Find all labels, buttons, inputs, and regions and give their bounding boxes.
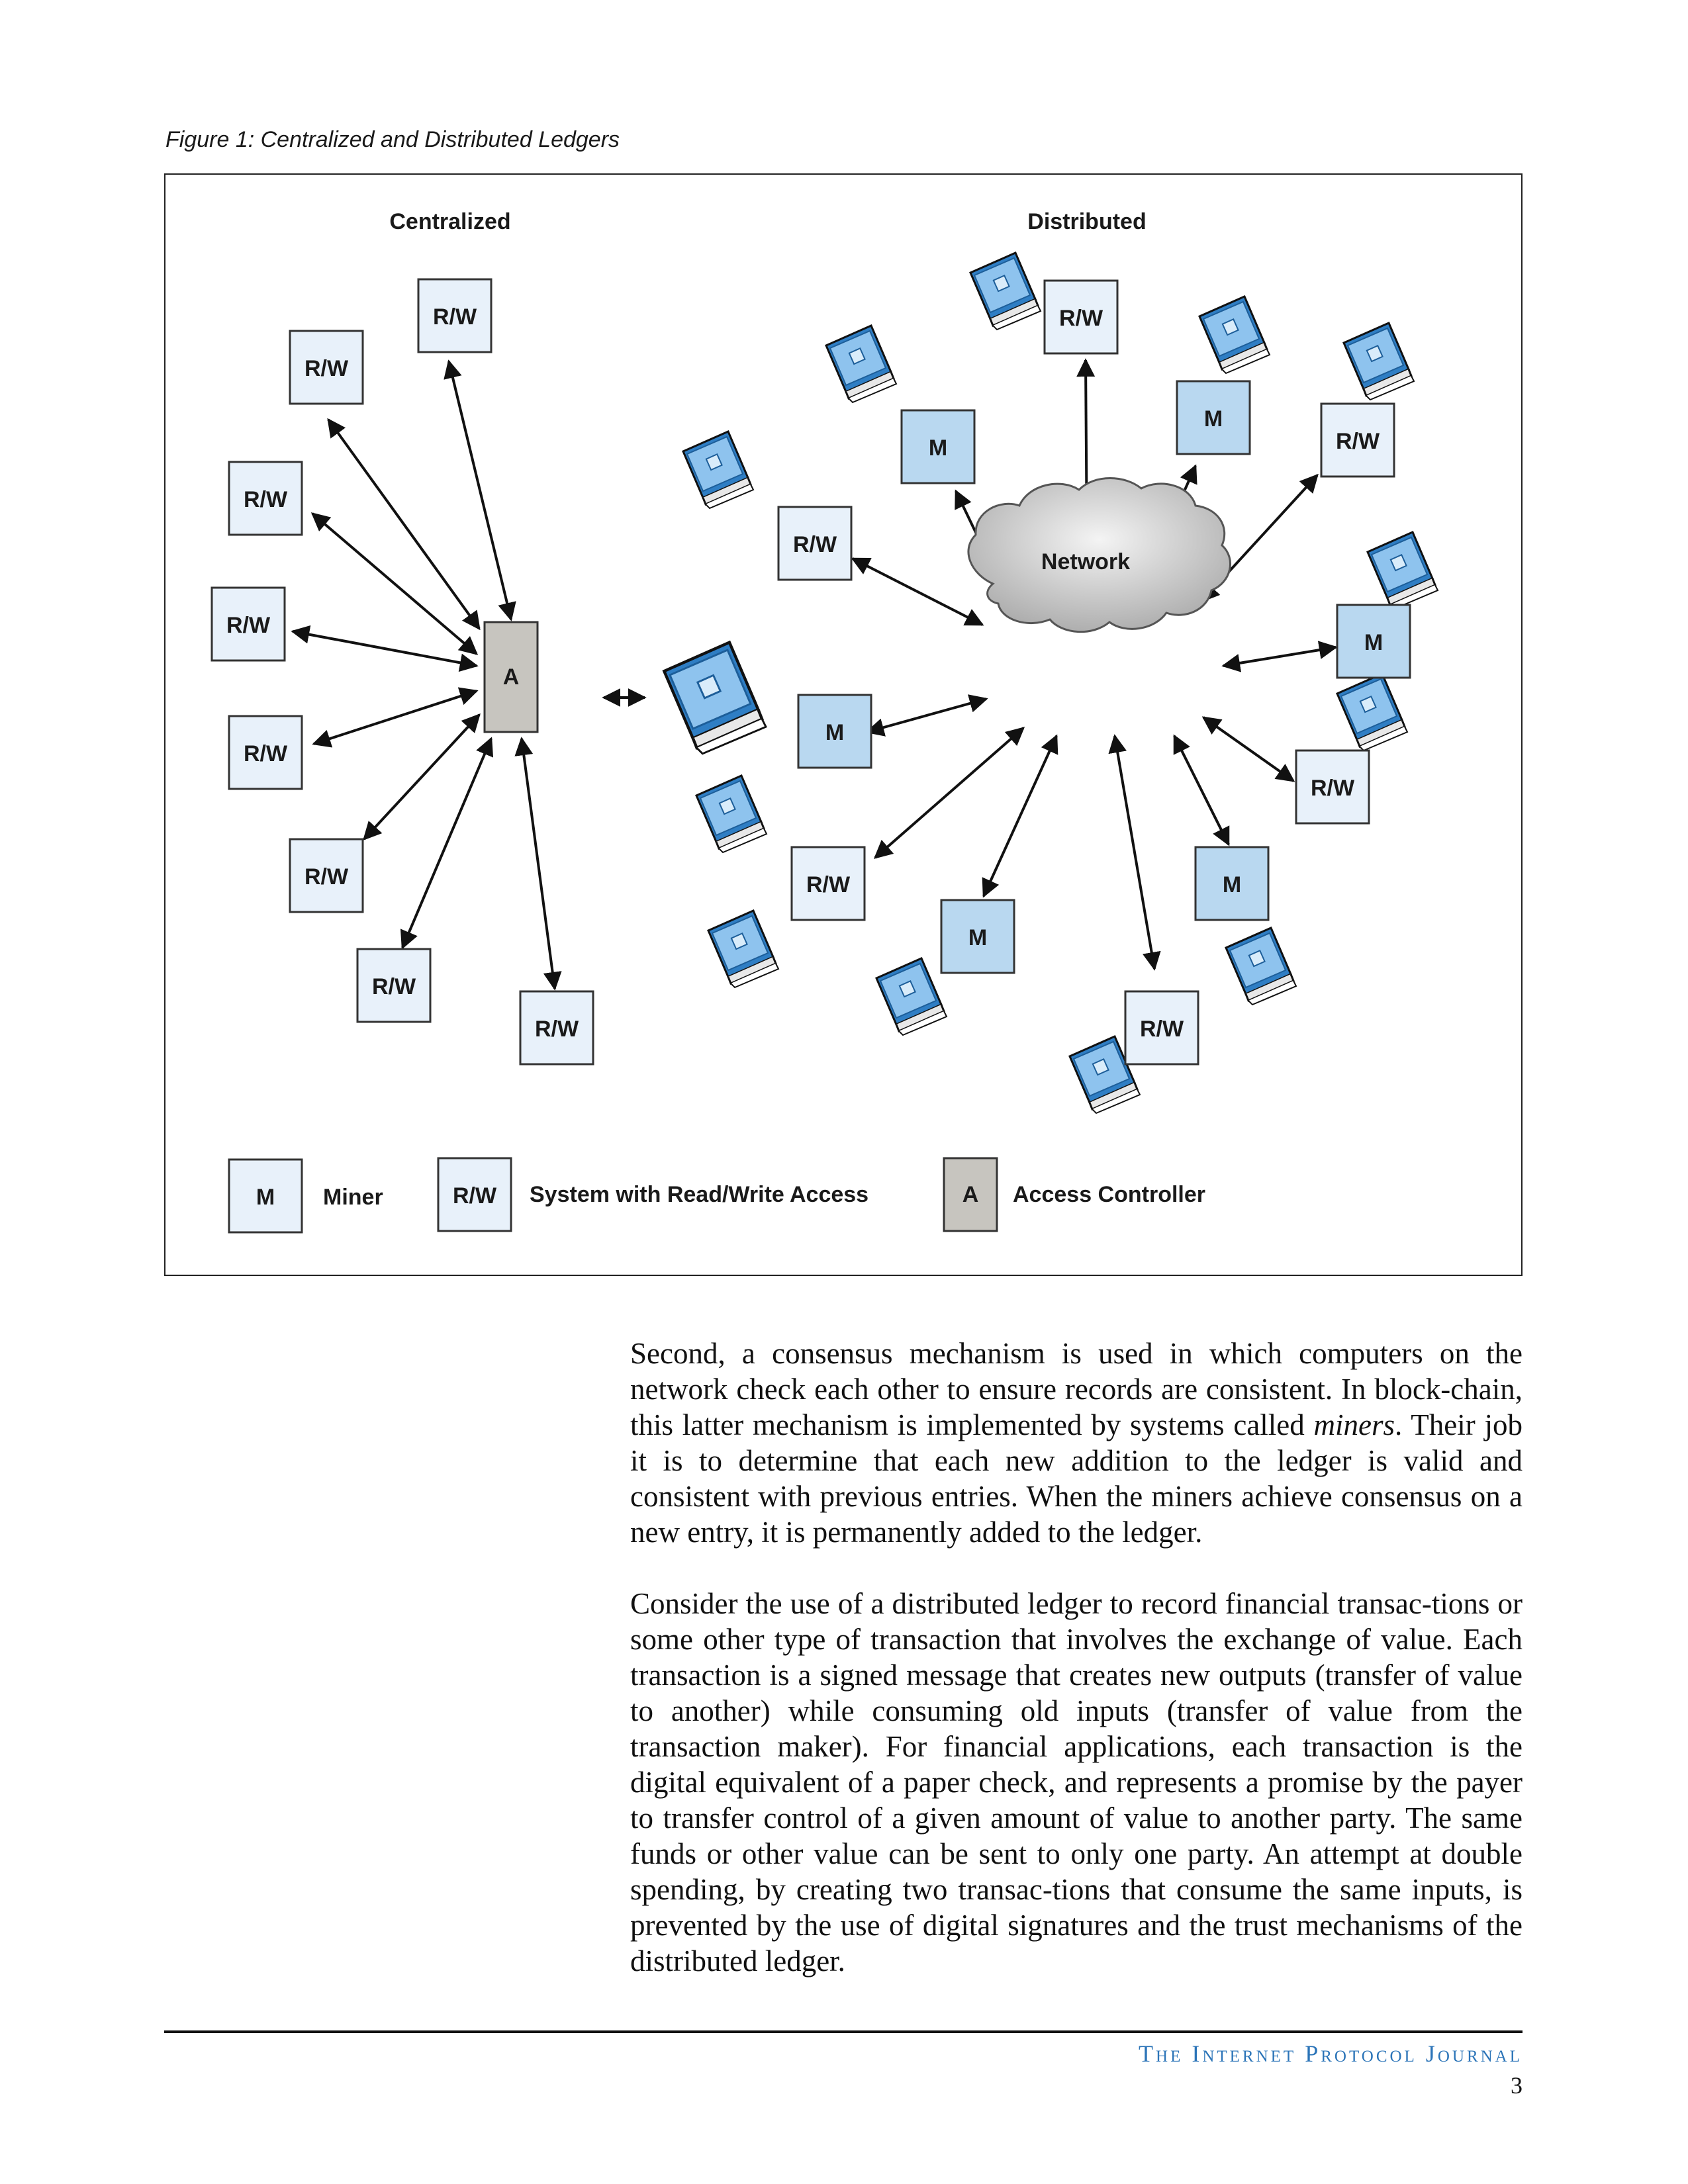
ledger-diagram: Centralized Distributed R/WR/WR/WR/WR/WR… (211, 209, 1439, 1234)
legend-ac-text: Access Controller (1013, 1182, 1205, 1207)
double-arrow (982, 734, 1058, 898)
rw-label: R/W (244, 487, 288, 512)
dist-miner-4: M (797, 694, 872, 769)
ledger-copy-icon (1225, 927, 1297, 1006)
central-rw-3: R/W (228, 461, 303, 536)
article-body: Second, a consensus mechanism is used in… (630, 1336, 1523, 2015)
dist-rw-right-upper: R/W (1320, 402, 1395, 478)
dist-rw-bottom: R/W (1124, 990, 1199, 1066)
ledger-copy-icon (969, 251, 1042, 331)
legend-ac-symbol: A (962, 1182, 979, 1207)
legend-rw-text: System with Read/Write Access (530, 1182, 868, 1207)
access-controller-label: A (503, 664, 520, 690)
double-arrow (873, 727, 1025, 859)
ledger-copy-icon (825, 324, 898, 404)
paragraph-transactions: Consider the use of a distributed ledger… (630, 1587, 1523, 1978)
rw-label: R/W (1059, 306, 1103, 331)
double-arrow (310, 512, 479, 655)
rw-label: R/W (305, 356, 349, 381)
miner-label: M (1204, 406, 1223, 432)
ledger-copy-icon (875, 957, 948, 1036)
ledger-copy-icon (682, 430, 755, 510)
double-arrow (291, 625, 479, 672)
miner-label: M (1364, 630, 1383, 655)
central-rw-2: R/W (289, 330, 364, 405)
rw-label: R/W (793, 532, 837, 557)
central-ledger-icon (664, 643, 766, 754)
distributed-heading: Distributed (1027, 209, 1146, 234)
dist-miner-6: M (940, 899, 1015, 974)
paragraph-consensus: Second, a consensus mechanism is used in… (630, 1336, 1523, 1550)
diagram-nodes: R/W R/W R/W R/W R/W R/W R/W R/W R/W M R/W M R/W M M R/W… (211, 278, 1411, 1066)
central-rw-5: R/W (228, 715, 303, 790)
central-rw-6: R/W (289, 838, 364, 913)
rw-label: R/W (1336, 429, 1380, 454)
miner-label: M (1223, 872, 1241, 897)
double-arrow (327, 418, 481, 631)
ledger-copy-icon (1342, 322, 1415, 401)
legend-miner-symbol: M (256, 1185, 275, 1210)
dist-rw-top: R/W (1043, 279, 1119, 355)
dist-miner-1: M (900, 409, 976, 484)
miner-label: M (968, 925, 987, 950)
rw-label: R/W (433, 304, 477, 330)
rw-label: R/W (226, 613, 271, 638)
double-arrow (1108, 734, 1161, 971)
ledger-copy-icon (1198, 295, 1271, 375)
rw-label: R/W (535, 1017, 579, 1042)
legend-miner-box (228, 1158, 303, 1234)
ledger-copy-icon (1336, 672, 1409, 752)
double-arrow (444, 359, 516, 621)
double-arrow (1173, 734, 1230, 846)
rw-label: R/W (372, 974, 416, 999)
ledger-copy-icon (695, 774, 768, 854)
central-rw-1: R/W (417, 278, 492, 353)
rw-label: R/W (1311, 776, 1355, 801)
footer-rule (164, 2030, 1523, 2033)
journal-name: The Internet Protocol Journal (1139, 2040, 1523, 2067)
legend-rw-box (437, 1157, 512, 1232)
rw-label: R/W (244, 741, 288, 766)
double-arrow (312, 687, 479, 748)
double-arrow (363, 713, 481, 841)
centralized-heading: Centralized (389, 209, 510, 234)
ledger-copy-icon (1366, 531, 1439, 610)
legend-miner-text: Miner (323, 1185, 383, 1210)
double-arrow (400, 737, 494, 950)
central-rw-7: R/W (356, 948, 432, 1023)
miners-term: miners (1313, 1408, 1395, 1441)
dist-rw-right-lower: R/W (1295, 749, 1370, 825)
legend-ac-box (943, 1157, 998, 1232)
double-arrow (1201, 716, 1295, 782)
central-rw-8: R/W (519, 990, 594, 1066)
miner-label: M (929, 435, 947, 461)
network-label: Network (1041, 549, 1130, 574)
network-cloud: Network (967, 477, 1232, 633)
double-arrow (865, 694, 988, 737)
dist-rw-left-lower: R/W (790, 846, 866, 921)
rw-label: R/W (305, 864, 349, 889)
dist-miner-5: M (1194, 846, 1270, 921)
double-arrow (851, 557, 984, 626)
paragraph-consensus-end: . Their job it is to determine that each… (630, 1408, 1523, 1549)
figure-caption: Figure 1: Centralized and Distributed Le… (165, 127, 620, 152)
double-arrow (1221, 641, 1338, 672)
legend-rw-symbol: R/W (453, 1183, 497, 1208)
ledger-icons (664, 251, 1439, 1115)
dist-rw-left-upper: R/W (777, 506, 853, 581)
paragraph-consensus-start: Second, a consensus mechanism is used in… (630, 1337, 1523, 1441)
access-controller: A (483, 621, 539, 733)
dist-miner-2: M (1176, 380, 1251, 455)
legend: M Miner R/W System with Read/Write Acces… (228, 1157, 1205, 1234)
page-number: 3 (1511, 2072, 1523, 2099)
rw-label: R/W (1140, 1017, 1184, 1042)
ledger-copy-icon (707, 909, 780, 989)
dist-miner-3: M (1336, 604, 1411, 679)
miner-label: M (825, 720, 844, 745)
double-arrow (514, 737, 562, 991)
central-rw-4: R/W (211, 586, 286, 662)
rw-label: R/W (806, 872, 851, 897)
